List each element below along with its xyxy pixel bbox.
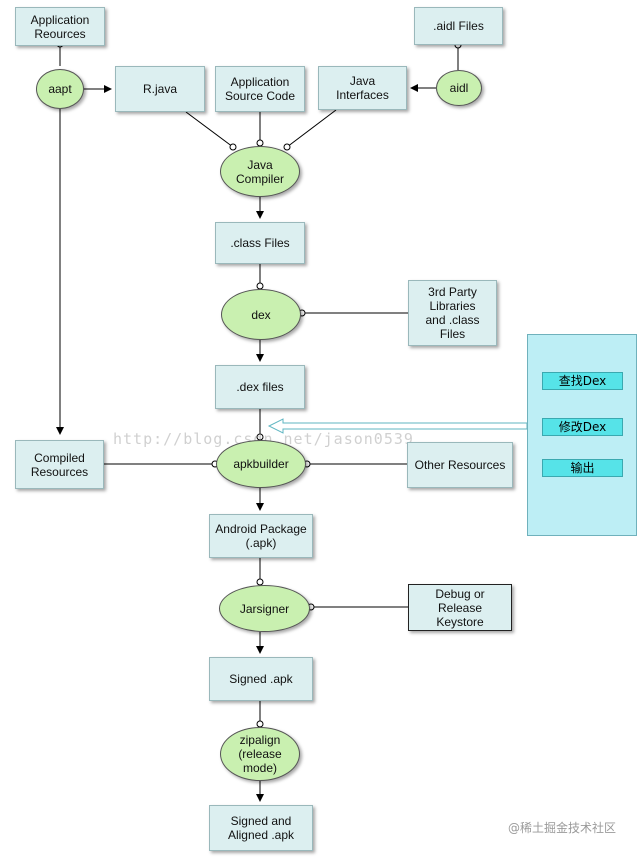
application-source-box: Application Source Code [215, 66, 305, 112]
dex-tool-panel: 查找Dex 修改Dex 输出 [527, 334, 637, 536]
watermark-text: http://blog.csdn.net/jason0539 [113, 430, 414, 448]
third-party-libraries-box: 3rd Party Libraries and .class Files [408, 280, 497, 346]
modify-dex-button[interactable]: 修改Dex [542, 418, 623, 436]
android-package-box: Android Package (.apk) [209, 514, 313, 558]
port-compiler-right [283, 143, 291, 151]
line-rjava-compiler [185, 111, 234, 148]
java-compiler-node: Java Compiler [220, 146, 300, 197]
class-files-box: .class Files [215, 222, 305, 264]
dex-files-box: .dex files [215, 365, 305, 409]
dex-node: dex [221, 289, 301, 340]
zipalign-node: zipalign (release mode) [220, 727, 300, 781]
apkbuilder-node: apkbuilder [216, 440, 306, 488]
signed-aligned-apk-box: Signed and Aligned .apk [209, 805, 313, 851]
panel-hollow-arrow [267, 418, 528, 434]
compiled-resources-box: Compiled Resources [15, 440, 104, 489]
footer-watermark: @稀土掘金技术社区 [507, 821, 616, 835]
line-interfaces-compiler [286, 109, 337, 148]
aapt-node: aapt [36, 69, 84, 109]
other-resources-box: Other Resources [407, 442, 513, 488]
output-button[interactable]: 输出 [542, 459, 623, 477]
r-java-box: R.java [115, 66, 205, 112]
port-compiler-left [229, 143, 237, 151]
keystore-box: Debug or Release Keystore [408, 584, 512, 631]
aidl-files-box: .aidl Files [414, 7, 503, 45]
application-resources-box: Application Reources [15, 7, 105, 46]
find-dex-button[interactable]: 查找Dex [542, 372, 623, 390]
signed-apk-box: Signed .apk [209, 657, 313, 701]
java-interfaces-box: Java Interfaces [318, 66, 407, 110]
aidl-node: aidl [436, 70, 482, 106]
jarsigner-node: Jarsigner [219, 585, 310, 632]
